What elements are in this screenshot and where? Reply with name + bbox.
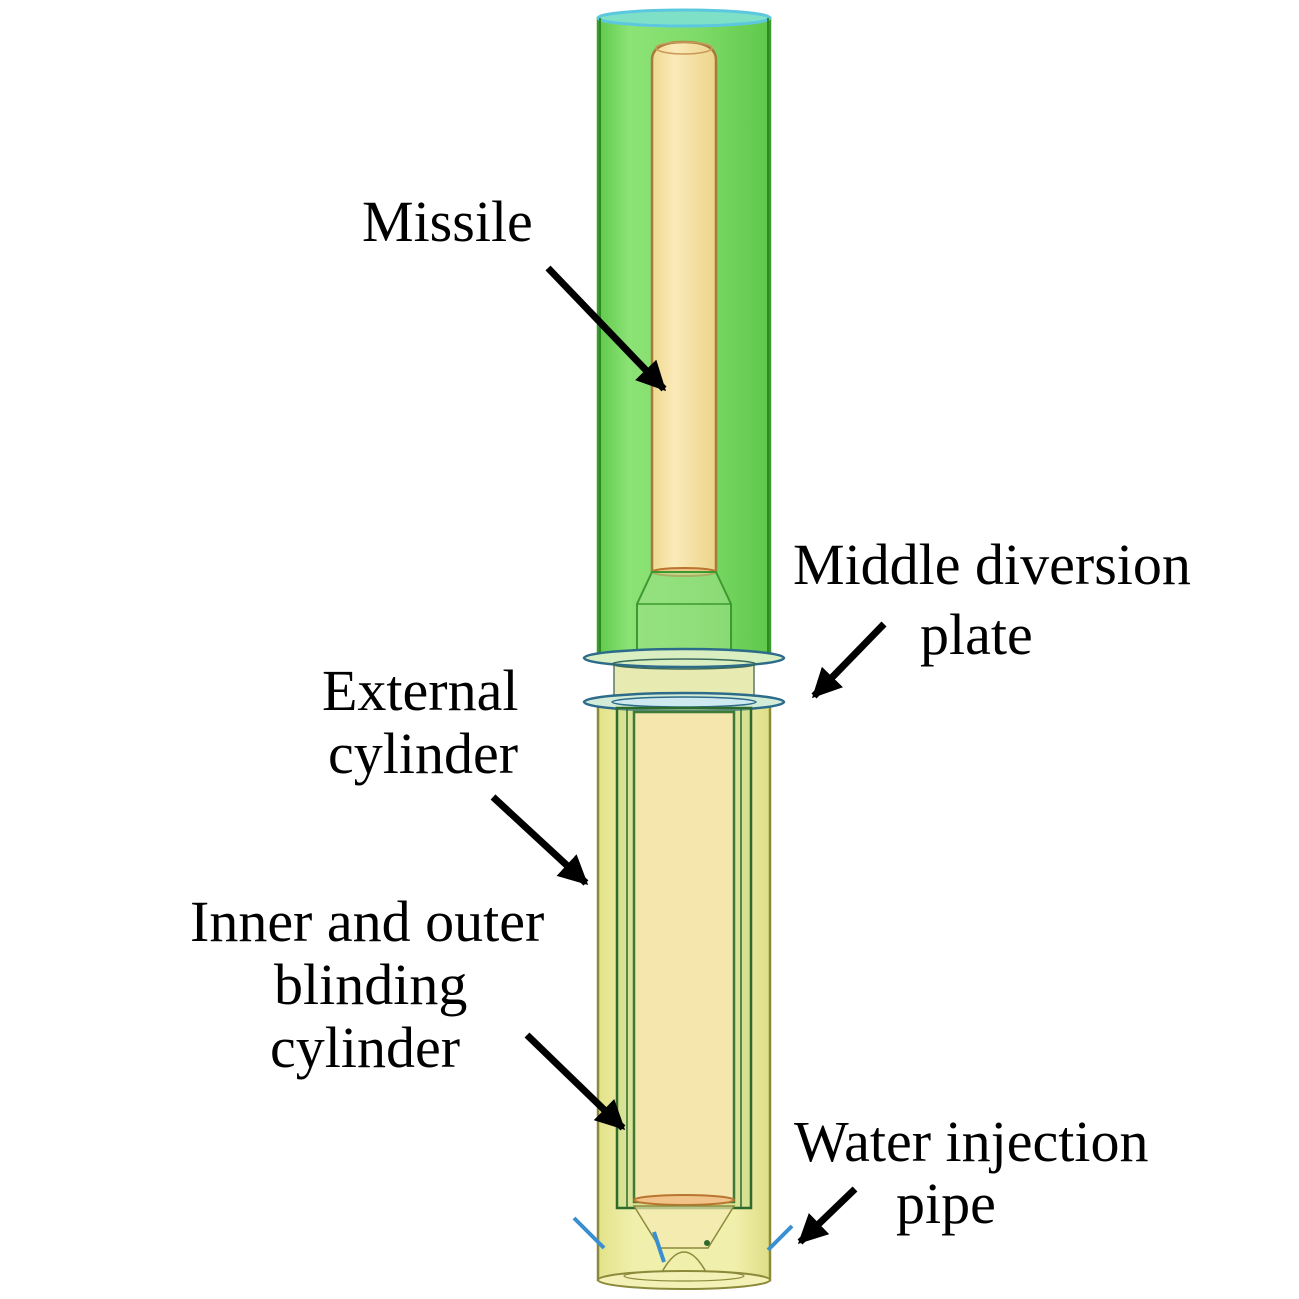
missile-nose-ring bbox=[655, 41, 713, 55]
label-external-cylinder-line2: cylinder bbox=[328, 721, 518, 786]
water-pipe-right bbox=[766, 1224, 794, 1252]
middle-diversion-plate bbox=[582, 647, 786, 713]
missile bbox=[636, 40, 732, 651]
label-water-injection-line2: pipe bbox=[896, 1171, 996, 1236]
water-injection-pipes bbox=[572, 1216, 794, 1263]
inner-outer-blinding-cylinder bbox=[615, 706, 753, 1282]
label-middle-diversion-plate-line2: plate bbox=[920, 602, 1033, 667]
bottom-cone bbox=[632, 1205, 736, 1249]
label-inner-outer-line1: Inner and outer bbox=[190, 889, 544, 954]
missile-body bbox=[650, 40, 718, 574]
label-water-injection-line1: Water injection bbox=[794, 1109, 1148, 1174]
inner-cylinder-base bbox=[633, 1194, 735, 1206]
water-pipe-center bbox=[652, 1231, 666, 1263]
arrow-water-injection-pipe bbox=[797, 1186, 858, 1245]
arrow-missile bbox=[545, 265, 667, 392]
external-cylinder-bottom-rim bbox=[597, 1270, 771, 1290]
label-external-cylinder-line1: External bbox=[322, 658, 518, 723]
label-inner-outer-line3: cylinder bbox=[270, 1015, 460, 1080]
upper-flange bbox=[582, 647, 786, 669]
arrow-external-cylinder bbox=[490, 794, 589, 886]
missile-adapter bbox=[636, 571, 732, 651]
labels: Missile Middle diversion plate External … bbox=[190, 189, 1191, 1236]
arrow-inner-outer-blinding-cylinder bbox=[524, 1032, 626, 1131]
arrow-middle-diversion-plate bbox=[811, 621, 887, 699]
label-missile: Missile bbox=[362, 189, 533, 254]
label-inner-outer-line2: blinding bbox=[274, 952, 467, 1017]
pointer-arrows bbox=[490, 265, 887, 1245]
inner-blinding-cylinder bbox=[632, 710, 736, 1204]
label-middle-diversion-plate-line1: Middle diversion bbox=[793, 532, 1191, 597]
water-pipe-left bbox=[572, 1216, 606, 1250]
top-cap-rim bbox=[596, 8, 772, 28]
